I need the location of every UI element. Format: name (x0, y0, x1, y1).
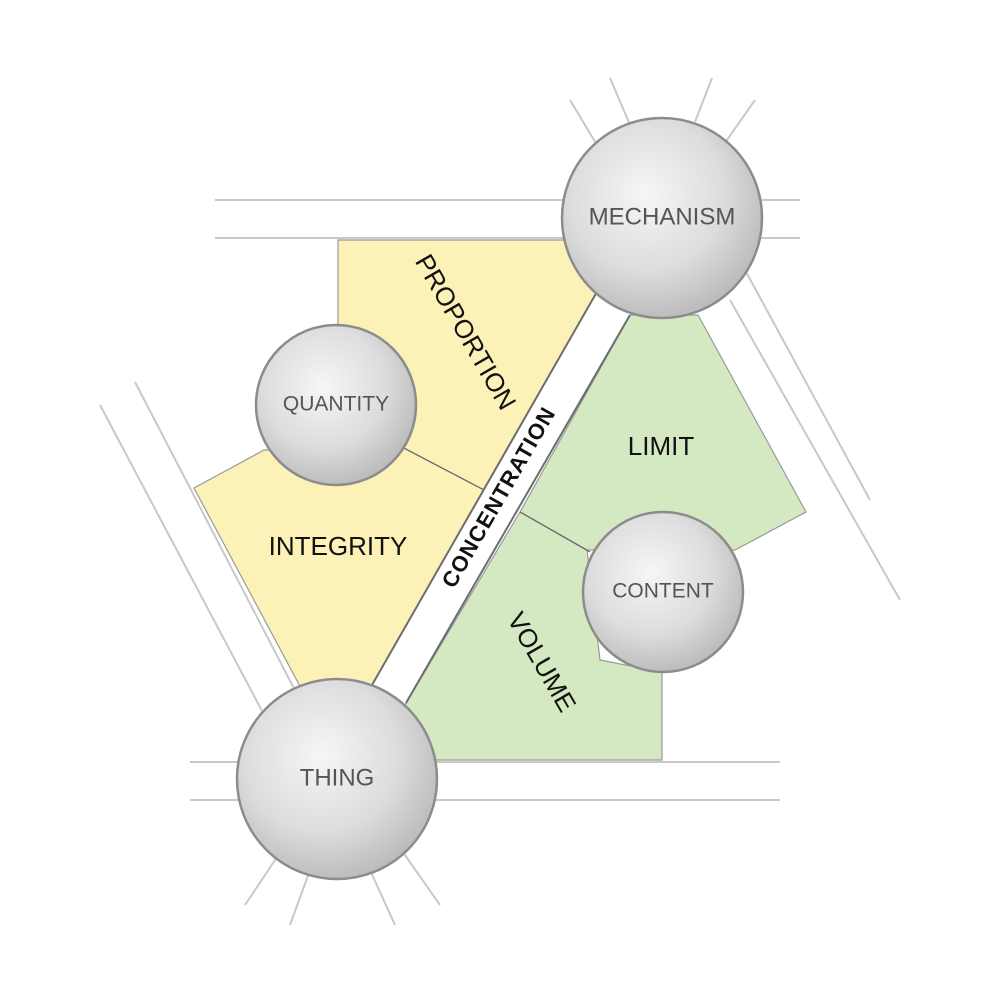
concentration-band-strip (372, 290, 630, 703)
integrity-label: INTEGRITY (269, 531, 408, 561)
content-label: CONTENT (612, 580, 714, 603)
thing-sphere (235, 677, 439, 881)
thing-node: THING (235, 677, 439, 881)
mechanism-node: MECHANISM (560, 116, 764, 320)
guide-line (369, 869, 396, 926)
guide-line (569, 99, 601, 151)
content-node: CONTENT (581, 510, 745, 674)
content-sphere (581, 510, 745, 674)
guide-line (694, 77, 713, 123)
guide-line (744, 269, 871, 501)
quantity-sphere (254, 323, 418, 487)
concentration-band-edge (405, 314, 631, 704)
guide-line (289, 869, 311, 926)
guide-line (99, 404, 281, 746)
guide-line (609, 77, 631, 126)
guide-line (134, 381, 301, 701)
thing-label: THING (300, 764, 375, 791)
limit-label: LIMIT (628, 431, 695, 461)
mechanism-sphere (560, 116, 764, 320)
mechanism-label: MECHANISM (589, 203, 736, 230)
quantity-label: QUANTITY (283, 393, 389, 416)
region-seam (519, 511, 591, 553)
region-seam (399, 445, 485, 491)
guide-line (729, 299, 901, 601)
concentration-band-edge (371, 289, 599, 686)
quantity-node: QUANTITY (254, 323, 418, 487)
guide-line (399, 847, 441, 906)
